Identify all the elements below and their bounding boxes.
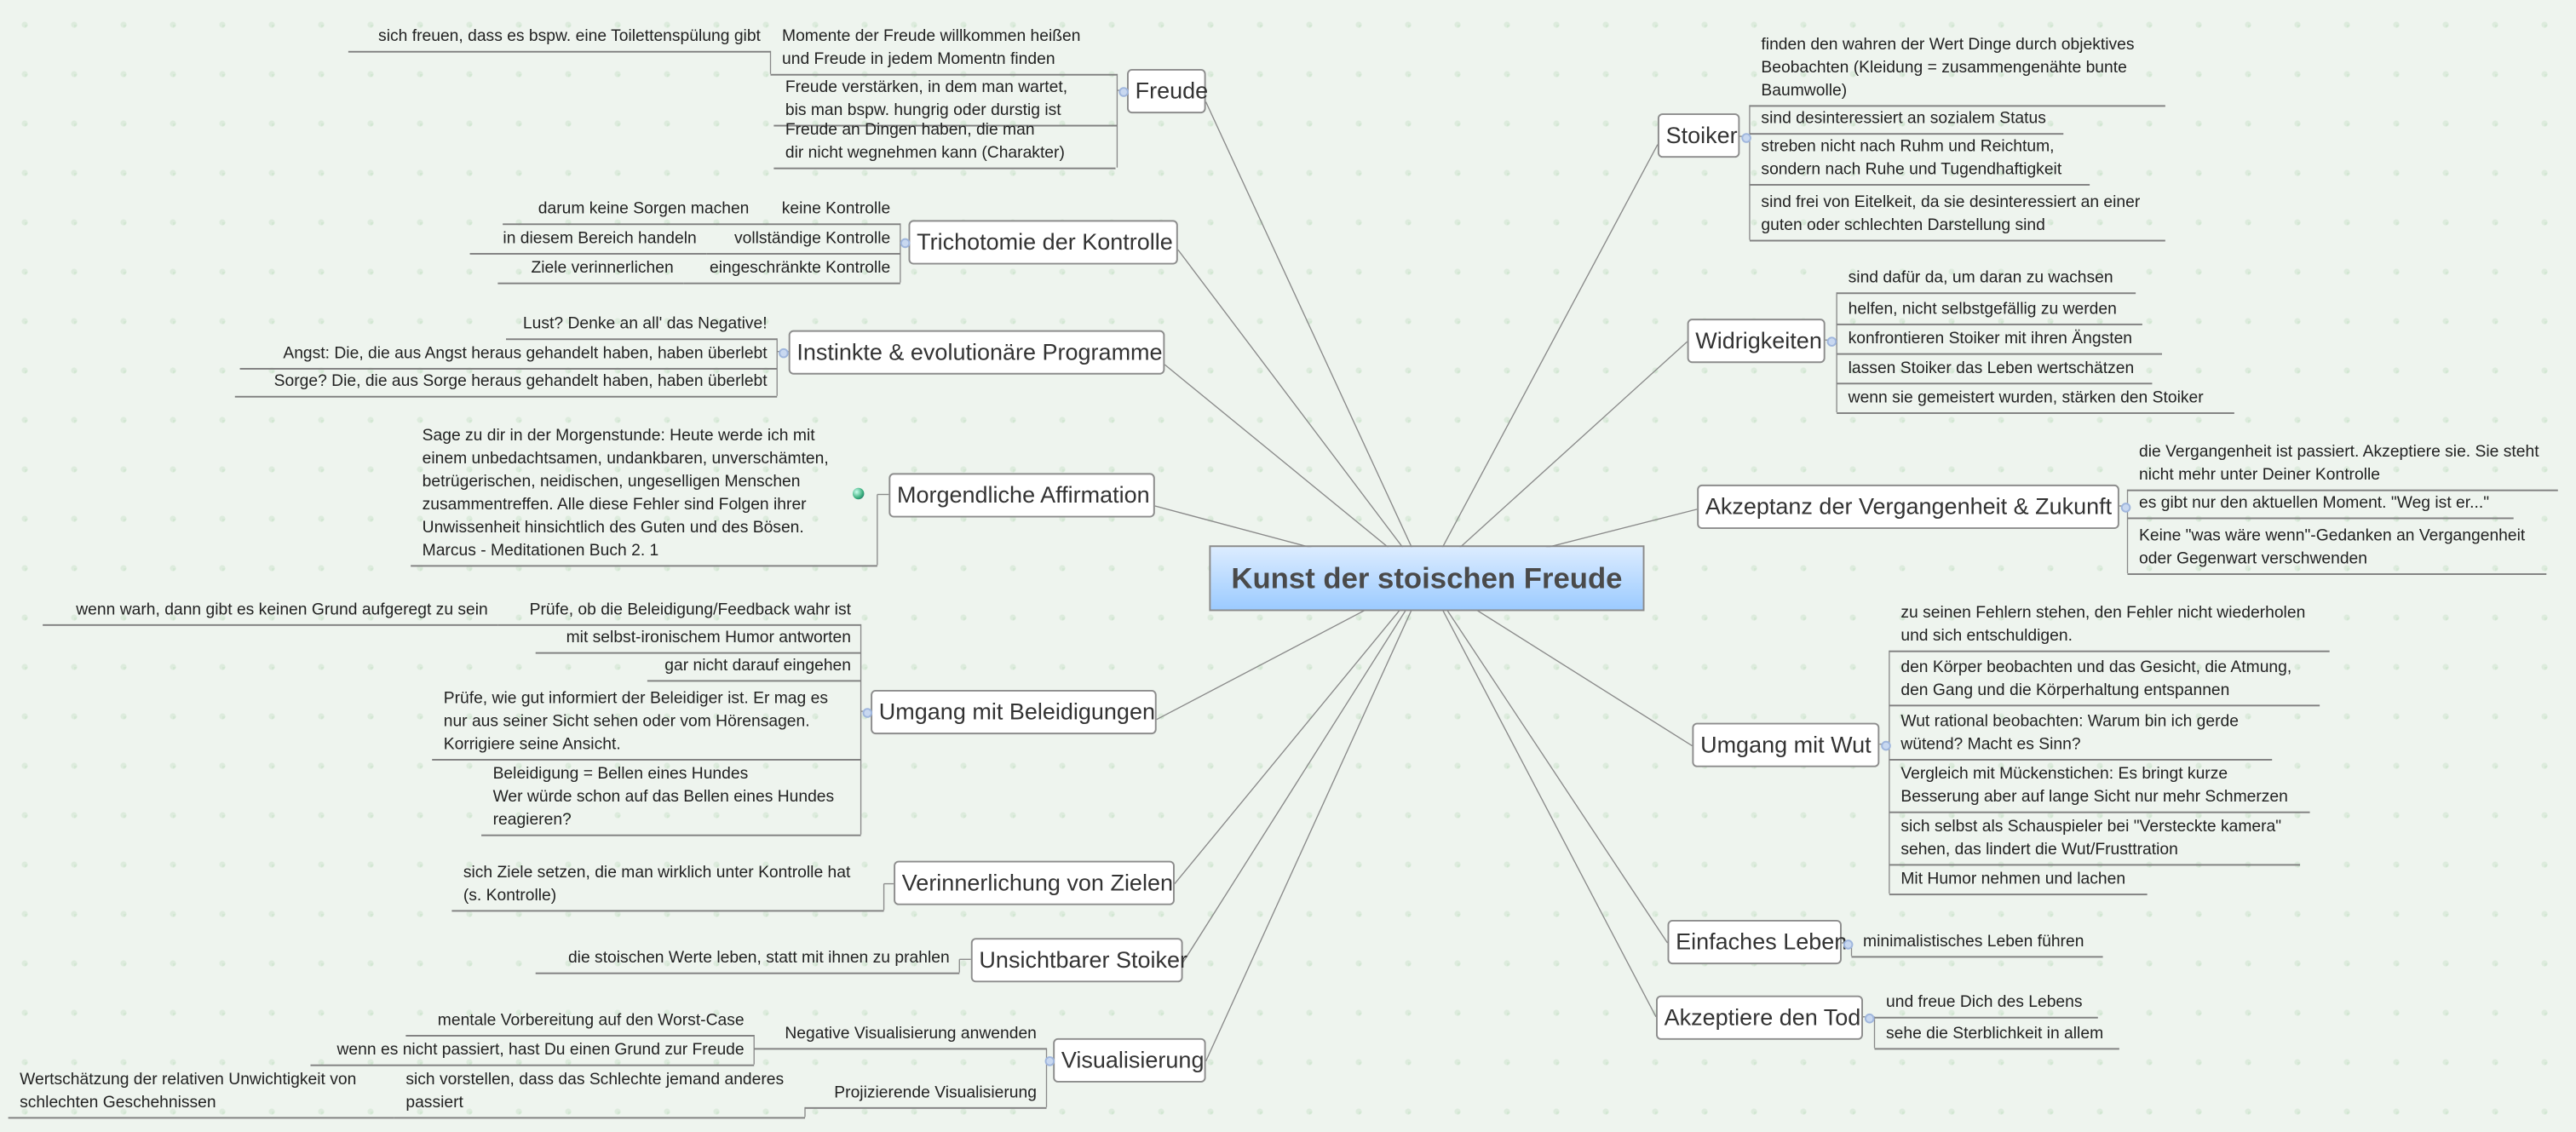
topic-visualisierung[interactable]: Visualisierung xyxy=(1053,1037,1206,1083)
collapse-toggle-icon[interactable] xyxy=(1741,133,1751,143)
subtopic[interactable]: streben nicht nach Ruhm und Reichtum, so… xyxy=(1749,135,2090,186)
topic-akzeptiere-den-tod[interactable]: Akzeptiere den Tod xyxy=(1655,995,1863,1040)
collapse-toggle-icon[interactable] xyxy=(2120,503,2131,513)
globe-hyperlink-icon[interactable] xyxy=(852,487,865,500)
central-topic-label: Kunst der stoischen Freude xyxy=(1231,560,1623,595)
subtopic[interactable]: zu seinen Fehlern stehen, den Fehler nic… xyxy=(1889,598,2330,652)
subtopic[interactable]: die Vergangenheit ist passiert. Akzeptie… xyxy=(2127,437,2558,491)
collapse-toggle-icon[interactable] xyxy=(1843,940,1854,950)
collapse-toggle-icon[interactable] xyxy=(862,708,873,718)
subtopic[interactable]: Beleidigung = Bellen eines Hundes Wer wü… xyxy=(481,761,861,836)
topic-umgang-mit-wut[interactable]: Umgang mit Wut xyxy=(1692,722,1880,767)
subtopic[interactable]: sich freuen, dass es bspw. eine Toilette… xyxy=(348,21,771,53)
subtopic[interactable]: Wertschätzung der relativen Unwichtigkei… xyxy=(8,1065,394,1119)
subtopic[interactable]: Momente der Freude willkommen heißen und… xyxy=(770,14,1118,76)
topic-einfaches-leben[interactable]: Einfaches Leben xyxy=(1667,919,1847,965)
subtopic[interactable]: gar nicht darauf eingehen xyxy=(647,654,861,682)
subtopic[interactable]: die stoischen Werte leben, statt mit ihn… xyxy=(535,946,960,974)
topic-akzeptanz[interactable]: Akzeptanz der Vergangenheit & Zukunft xyxy=(1697,484,2119,529)
central-topic[interactable]: Kunst der stoischen Freude xyxy=(1209,545,1645,612)
subtopic[interactable]: sich selbst als Schauspieler bei "Verste… xyxy=(1889,812,2300,866)
subtopic[interactable]: Sage zu dir in der Morgenstunde: Heute w… xyxy=(411,424,877,567)
collapse-toggle-icon[interactable] xyxy=(1864,1013,1875,1024)
topic-instinkte[interactable]: Instinkte & evolutionäre Programme xyxy=(788,330,1165,375)
subtopic[interactable]: lassen Stoiker das Leben wertschätzen xyxy=(1837,355,2153,385)
topic-morgendliche-affirmation[interactable]: Morgendliche Affirmation xyxy=(888,473,1155,518)
subtopic[interactable]: Lust? Denke an all' das Negative! xyxy=(505,310,778,341)
collapse-toggle-icon[interactable] xyxy=(779,348,789,359)
subtopic[interactable]: minimalistisches Leben führen xyxy=(1851,928,2103,958)
collapse-toggle-icon[interactable] xyxy=(1044,1056,1055,1066)
subtopic[interactable]: finden den wahren der Wert Dinge durch o… xyxy=(1749,26,2165,107)
collapse-toggle-icon[interactable] xyxy=(900,238,911,249)
subtopic[interactable]: konfrontieren Stoiker mit ihren Ängsten xyxy=(1837,325,2162,355)
subtopic[interactable]: Freude verstärken, in dem man wartet, bi… xyxy=(773,67,1118,127)
topic-freude[interactable]: Freude xyxy=(1126,68,1208,114)
subtopic[interactable]: wenn sie gemeistert wurden, stärken den … xyxy=(1837,384,2234,414)
subtopic[interactable]: eingeschränkte Kontrolle xyxy=(683,256,900,284)
collapse-toggle-icon[interactable] xyxy=(1826,336,1837,347)
subtopic[interactable]: Wut rational beobachten: Warum bin ich g… xyxy=(1889,706,2273,761)
subtopic[interactable]: sind desinteressiert an sozialem Status xyxy=(1749,106,2064,135)
subtopic[interactable]: vollständige Kontrolle xyxy=(706,227,900,255)
subtopic[interactable]: Angst: Die, die aus Angst heraus gehande… xyxy=(239,340,778,370)
subtopic[interactable]: Mit Humor nehmen und lachen xyxy=(1889,865,2148,896)
topic-verinnerlichung[interactable]: Verinnerlichung von Zielen xyxy=(894,860,1175,905)
subtopic[interactable]: Keine "was wäre wenn"-Gedanken an Vergan… xyxy=(2127,519,2547,575)
subtopic[interactable]: Prüfe, ob die Beleidigung/Feedback wahr … xyxy=(497,595,861,626)
subtopic[interactable]: wenn es nicht passiert, hast Du einen Gr… xyxy=(310,1037,755,1066)
topic-beleidigungen[interactable]: Umgang mit Beleidigungen xyxy=(871,689,1157,735)
subtopic[interactable]: helfen, nicht selbstgefällig zu werden xyxy=(1837,296,2142,325)
subtopic[interactable]: sich vorstellen, dass das Schlechte jema… xyxy=(394,1065,805,1119)
subtopic[interactable]: es gibt nur den aktuellen Moment. "Weg i… xyxy=(2127,491,2514,520)
subtopic[interactable]: mit selbst-ironischem Humor antworten xyxy=(535,626,861,654)
topic-widrigkeiten[interactable]: Widrigkeiten xyxy=(1687,319,1826,364)
subtopic[interactable]: Vergleich mit Mückenstichen: Es bringt k… xyxy=(1889,759,2310,813)
collapse-toggle-icon[interactable] xyxy=(1118,87,1129,97)
subtopic[interactable]: sehe die Sterblichkeit in allem xyxy=(1874,1019,2119,1050)
subtopic[interactable]: keine Kontrolle xyxy=(758,197,900,226)
subtopic[interactable]: und freue Dich des Lebens xyxy=(1874,989,2098,1019)
subtopic[interactable]: wenn warh, dann gibt es keinen Grund auf… xyxy=(43,595,498,626)
subtopic[interactable]: sind frei von Eitelkeit, da sie desinter… xyxy=(1749,187,2165,242)
topic-trichotomie[interactable]: Trichotomie der Kontrolle xyxy=(908,220,1178,265)
subtopic[interactable]: darum keine Sorgen machen xyxy=(503,197,759,226)
collapse-toggle-icon[interactable] xyxy=(1881,740,1891,751)
topic-unsichtbarer-stoiker[interactable]: Unsichtbarer Stoiker xyxy=(970,938,1187,983)
subtopic[interactable]: Negative Visualisierung anwenden xyxy=(754,1022,1047,1050)
subtopic[interactable]: sich Ziele setzen, die man wirklich unte… xyxy=(451,858,884,912)
subtopic[interactable]: Freude an Dingen haben, die man dir nich… xyxy=(773,118,1116,170)
subtopic[interactable]: in diesem Bereich handeln xyxy=(469,227,707,255)
subtopic[interactable]: Sorge? Die, die aus Sorge heraus gehande… xyxy=(234,370,778,398)
topic-stoiker[interactable]: Stoiker xyxy=(1657,113,1740,158)
subtopic[interactable]: mentale Vorbereitung auf den Worst-Case xyxy=(405,1007,755,1037)
subtopic[interactable]: Ziele verinnerlichen xyxy=(497,256,684,284)
subtopic[interactable]: sind dafür da, um daran zu wachsen xyxy=(1837,266,2136,295)
subtopic[interactable]: den Körper beobachten und das Gesicht, d… xyxy=(1889,652,2320,707)
subtopic[interactable]: Projizierende Visualisierung xyxy=(804,1077,1047,1109)
subtopic[interactable]: Prüfe, wie gut informiert der Beleidiger… xyxy=(432,681,861,761)
